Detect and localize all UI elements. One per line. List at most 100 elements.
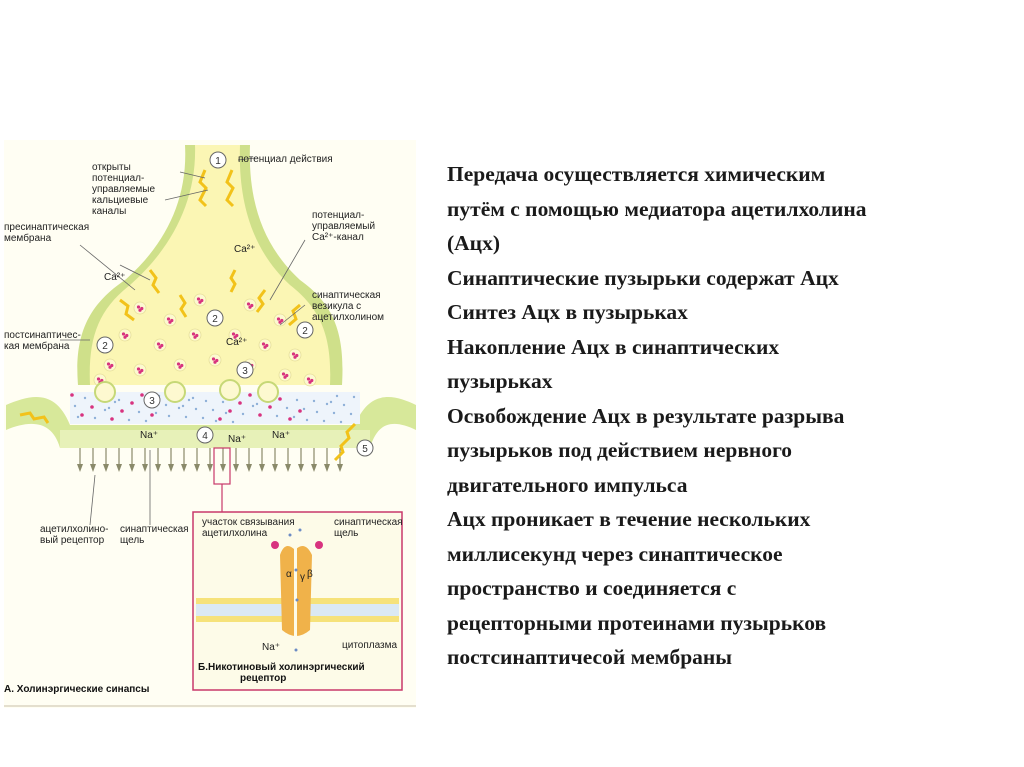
text-line: двигательного импульса: [447, 472, 688, 497]
receptor-spike-tip: [311, 464, 317, 472]
vesicle: [208, 353, 222, 367]
cleft-dot: [302, 407, 306, 411]
receptor-spike-tip: [207, 464, 213, 472]
label-inset-title-2: рецептор: [240, 673, 286, 684]
fused-vesicles: [94, 379, 279, 403]
text-line: пузырьков под действием нервного: [447, 438, 793, 462]
cleft-dot: [70, 393, 74, 397]
text-line: Синтез Ацх в пузырьках: [447, 300, 688, 324]
text-line: Ацх проникает в течение нескольких: [447, 507, 811, 531]
presynaptic-terminal: [89, 145, 331, 385]
cleft-dot: [93, 416, 97, 420]
cleft-dot: [258, 413, 262, 417]
label-ca-ion-center: Ca²⁺: [226, 337, 247, 348]
cleft-dot: [288, 417, 292, 421]
step-number-1: 1: [215, 156, 221, 167]
label-synaptic-cleft: синаптическая щель: [120, 524, 189, 546]
text-line: Передача осуществляется химическим: [447, 162, 826, 186]
description-text: Передача осуществляется химическим путём…: [447, 157, 1017, 675]
cleft-dot: [137, 410, 141, 414]
cleft-dot: [322, 419, 326, 423]
receptor-spike-tip: [246, 464, 252, 472]
vesicle: [103, 358, 117, 372]
cleft-dot: [339, 420, 343, 424]
cleft-dot: [292, 415, 296, 419]
svg-text:потенциал-: потенциал-: [92, 173, 144, 184]
label-cytoplasm: цитоплазма: [342, 640, 398, 651]
svg-text:кальциевые: кальциевые: [92, 195, 149, 206]
label-binding-site-2: ацетилхолина: [202, 528, 268, 539]
cleft-dot: [204, 399, 208, 403]
label-alpha-1: α: [286, 569, 292, 580]
label-na-ion-3: Na⁺: [272, 430, 290, 441]
svg-text:вый рецептор: вый рецептор: [40, 535, 105, 546]
vesicle: [243, 298, 257, 312]
step-number-5: 5: [362, 444, 368, 455]
vesicles: [93, 293, 317, 387]
cleft-dots: [70, 393, 356, 424]
svg-text:кая мембрана: кая мембрана: [4, 340, 70, 352]
cleft-dot: [278, 397, 282, 401]
leader-lines: [60, 157, 306, 526]
label-postsynaptic-membrane: постсинаптичес- кая мембрана: [4, 330, 81, 352]
receptor-spike-tip: [90, 464, 96, 472]
cleft-dot: [251, 404, 255, 408]
cleft-dot: [83, 396, 87, 400]
cleft-dot: [231, 420, 235, 424]
cleft-dot: [110, 417, 114, 421]
cleft-dot: [329, 400, 333, 404]
cleft-dot: [352, 395, 356, 399]
cleft-dot: [285, 406, 289, 410]
step-number-2c: 2: [302, 326, 308, 337]
cleft-dot: [127, 418, 131, 422]
label-ca-ion-top: Ca²⁺: [234, 244, 255, 255]
vesicle: [258, 338, 272, 352]
step-number-2b: 2: [212, 314, 218, 325]
vesicle: [273, 313, 287, 327]
cleft-dot: [144, 419, 148, 423]
cleft-dot: [130, 401, 134, 405]
svg-text:ацетилхолино-: ацетилхолино-: [40, 524, 108, 535]
cleft-dot: [268, 405, 272, 409]
label-ca-channel: потенциал- управляемый Ca²⁺-канал: [312, 210, 375, 243]
synaptic-cleft: [70, 392, 360, 424]
cleft-dot: [315, 410, 319, 414]
cleft-dot: [184, 415, 188, 419]
step-number-3a: 3: [149, 396, 155, 407]
label-action-potential: потенциал действия: [238, 154, 333, 165]
receptor-spike-tip: [155, 464, 161, 472]
text-line: миллисекунд через синаптическое: [447, 541, 783, 566]
svg-text:управляемые: управляемые: [92, 184, 155, 195]
vesicle: [228, 328, 242, 342]
receptor-spike-tip: [337, 464, 343, 472]
svg-text:мембрана: мембрана: [4, 232, 52, 244]
receptor-spike-tip: [194, 464, 200, 472]
vesicle: [118, 328, 132, 342]
cleft-dot: [140, 393, 144, 397]
label-na-ion-2: Na⁺: [228, 434, 246, 445]
cleft-dot: [167, 414, 171, 418]
cleft-dot: [221, 400, 225, 404]
text-line: путём с помощью медиатора ацетилхолина: [447, 196, 867, 221]
receptor-spike-tip: [272, 464, 278, 472]
postsynaptic-arrows: [19, 411, 357, 462]
svg-text:синаптическая: синаптическая: [120, 524, 189, 535]
text-line: Синаптические пузырьки содержат Ацх: [447, 265, 839, 290]
vesicle: [288, 348, 302, 362]
cleft-dot: [181, 404, 185, 408]
cleft-dot: [107, 406, 111, 410]
label-presynaptic-membrane: пресинаптическая мембрана: [4, 222, 89, 244]
cleft-dot: [80, 413, 84, 417]
cleft-dot: [201, 416, 205, 420]
label-inset-title-1: Б.Никотиновый холинэргический: [198, 662, 365, 673]
text-line: пространство и соединяется с: [447, 576, 737, 600]
cleft-dot: [335, 394, 339, 398]
svg-text:везикула с: везикула с: [312, 301, 361, 312]
label-binding-site-1: участок связывания: [202, 517, 295, 528]
calcium-arrows: [119, 169, 301, 327]
vesicle: [153, 338, 167, 352]
text-line: пузырьках: [447, 369, 553, 393]
receptor-spike-tip: [181, 464, 187, 472]
cleft-dot: [211, 408, 215, 412]
cleft-dot: [164, 403, 168, 407]
